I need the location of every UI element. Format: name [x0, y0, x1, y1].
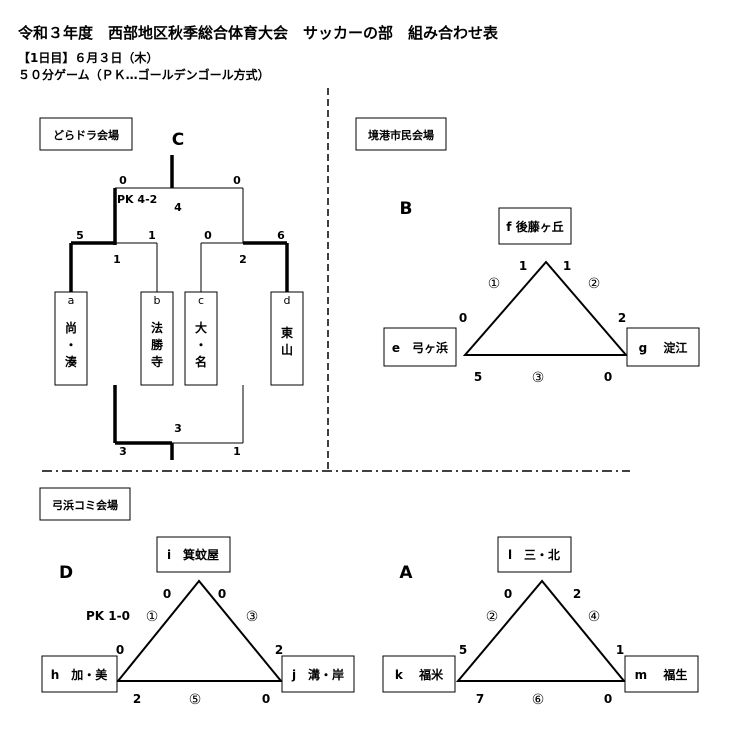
- league-triangle-d: [115, 579, 284, 682]
- bracket-lines: [115, 187, 244, 444]
- team-box-a: a 尚・湊: [54, 291, 88, 386]
- score: 0: [163, 587, 171, 601]
- rule-line: ５０分ゲーム（ＰＫ…ゴールデンゴール方式）: [18, 68, 270, 82]
- group-d-scores: 0 0 0 2 2 0 PK 1-0: [86, 587, 283, 706]
- final-score-left: 0: [119, 174, 127, 187]
- game-number-3: 3: [174, 422, 182, 435]
- team-box-k: [382, 655, 456, 693]
- venue-box-yumigahama: [39, 487, 131, 521]
- score: 0: [459, 311, 467, 325]
- game-number-2: 2: [239, 253, 247, 266]
- game-number: ④: [588, 609, 601, 625]
- pk-result: PK 1-0: [86, 609, 130, 623]
- league-triangle-a: [455, 579, 627, 682]
- game-number: ②: [486, 609, 499, 625]
- team-box-l: [497, 536, 572, 573]
- score: 2: [133, 692, 141, 706]
- team-box-b: b 法勝寺: [140, 291, 174, 386]
- team-name: 法勝寺: [151, 320, 164, 369]
- venue-box-sakaiminato: [355, 117, 447, 151]
- score-a: 5: [76, 229, 84, 242]
- team-name-j: j 溝・岸: [291, 667, 344, 682]
- final-pk: PK 4-2: [117, 193, 157, 206]
- score: 0: [604, 370, 612, 384]
- team-id: a: [68, 294, 75, 307]
- third-score-left: 3: [119, 445, 127, 458]
- group-letter-c: C: [172, 130, 184, 150]
- group-d-games: ① ③ ⑤: [146, 609, 259, 708]
- venue-label-doradora: どらドラ会場: [53, 128, 119, 142]
- score: 7: [476, 692, 484, 706]
- team-box-i: [156, 536, 231, 573]
- game-number: ③: [532, 370, 545, 386]
- team-name-k: k 福米: [395, 667, 444, 682]
- team-name: 東山: [281, 325, 293, 357]
- score: 0: [262, 692, 270, 706]
- score: 2: [275, 643, 283, 657]
- venue-label-sakaiminato: 境港市民会場: [368, 128, 434, 142]
- venue-box-doradora: [39, 117, 133, 151]
- score: 0: [116, 643, 124, 657]
- team-name: 尚・湊: [65, 320, 77, 369]
- group-letter-a: A: [399, 563, 413, 583]
- score-c: 0: [204, 229, 212, 242]
- score: 1: [563, 259, 571, 273]
- score: 2: [618, 311, 626, 325]
- game-number: ⑥: [532, 692, 545, 708]
- score: 2: [573, 587, 581, 601]
- team-name-m: m 福生: [635, 667, 688, 682]
- team-id: b: [154, 294, 161, 307]
- group-a-scores: 0 2 5 1 7 0: [459, 587, 624, 706]
- score-d: 6: [277, 229, 285, 242]
- game-number-1: 1: [113, 253, 121, 266]
- page-title: 令和３年度 西部地区秋季総合体育大会 サッカーの部 組み合わせ表: [18, 24, 499, 42]
- winner-lines: [69, 155, 289, 460]
- score: 0: [604, 692, 612, 706]
- team-box-f: [498, 207, 572, 245]
- date-line: 【1日目】６月３日（木）: [18, 51, 159, 65]
- team-name-h: h 加・美: [51, 667, 109, 682]
- score: 0: [218, 587, 226, 601]
- game-number: ③: [246, 609, 259, 625]
- team-name-g: g 淀江: [639, 340, 688, 355]
- bracket-scores: 5 1 1 0 6 2 0 0 PK 4-2 4 3 3 1: [76, 174, 285, 458]
- game-number: ⑤: [189, 692, 202, 708]
- game-number: ①: [488, 276, 501, 292]
- final-score-right: 0: [233, 174, 241, 187]
- league-triangle-b: [462, 260, 629, 356]
- third-score-right: 1: [233, 445, 241, 458]
- team-box-j: [281, 655, 355, 693]
- game-number: ②: [588, 276, 601, 292]
- venue-label-yumigahama: 弓浜コミ会場: [52, 498, 118, 512]
- group-b-games: ① ② ③: [488, 276, 601, 386]
- group-letter-d: D: [59, 563, 73, 583]
- score: 1: [519, 259, 527, 273]
- team-id: c: [198, 294, 204, 307]
- group-letter-b: B: [400, 199, 413, 219]
- team-name-i: i 箕蚊屋: [167, 547, 219, 562]
- score: 0: [504, 587, 512, 601]
- team-name: 大・名: [195, 320, 207, 369]
- team-box-c: c 大・名: [184, 291, 218, 386]
- group-b-scores: 1 1 0 2 5 0: [459, 259, 626, 384]
- team-box-e: [383, 327, 457, 367]
- game-number-4: 4: [174, 201, 182, 214]
- team-name-l: l 三・北: [508, 547, 560, 562]
- score-b: 1: [148, 229, 156, 242]
- score: 5: [459, 643, 467, 657]
- game-number: ①: [146, 609, 159, 625]
- score: 5: [474, 370, 482, 384]
- group-a-games: ② ④ ⑥: [486, 609, 601, 708]
- team-box-m: [624, 655, 699, 693]
- team-name-f: f 後藤ヶ丘: [506, 219, 563, 234]
- team-box-g: [626, 327, 700, 367]
- team-id: d: [284, 294, 291, 307]
- team-name-e: e 弓ヶ浜: [392, 340, 448, 355]
- team-box-h: [41, 655, 118, 693]
- team-box-d: d 東山: [270, 291, 304, 386]
- score: 1: [616, 643, 624, 657]
